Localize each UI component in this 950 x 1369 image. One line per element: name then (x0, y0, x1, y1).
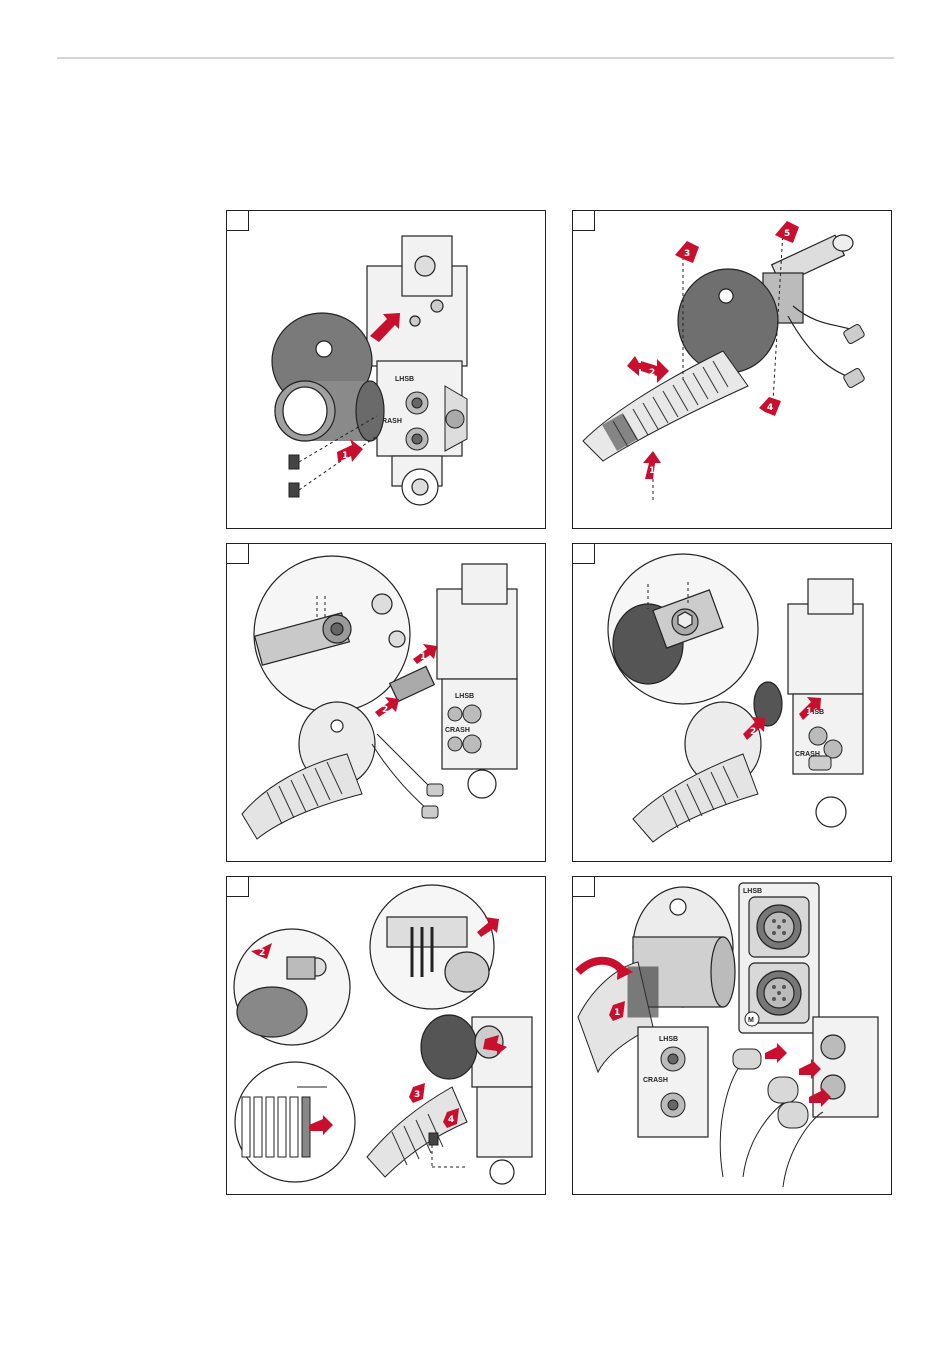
svg-text:2: 2 (649, 368, 655, 378)
svg-text:1: 1 (649, 466, 655, 476)
illustration-hose-fixing: 2 3 (227, 877, 546, 1195)
illustration-hose-routing: 1 2 3 4 5 (573, 211, 892, 529)
inset-label: LHSB (743, 888, 762, 895)
step-number-box (227, 877, 249, 897)
illustration-mounting-cone: LHSB CRASH 1 (227, 211, 546, 529)
header-rule (57, 57, 894, 59)
label-crash: CRASH (643, 1077, 668, 1084)
label-lhsb: LHSB (659, 1036, 678, 1043)
step-panel-3: LHSB CRASH 1 2 (226, 543, 546, 862)
svg-text:3: 3 (684, 249, 690, 259)
label-lhsb: LHSB (455, 693, 474, 700)
step-panel-5: 2 3 (226, 876, 546, 1195)
svg-text:2: 2 (259, 948, 265, 958)
svg-text:1: 1 (420, 652, 426, 662)
arrow-1 (337, 439, 363, 462)
svg-text:1: 1 (342, 451, 348, 461)
svg-text:M: M (748, 1017, 754, 1024)
step-number-box (573, 211, 595, 231)
step-number-box (227, 211, 249, 231)
label-lhsb: LHSB (395, 376, 414, 383)
svg-text:2: 2 (750, 727, 756, 737)
svg-text:3: 3 (414, 1090, 420, 1100)
step-panel-4: LHSB CRASH 1 2 (572, 543, 892, 862)
svg-text:5: 5 (784, 229, 790, 239)
svg-text:4: 4 (767, 403, 773, 413)
illustration-screw-detail: LHSB CRASH 1 2 (227, 544, 546, 862)
svg-text:2: 2 (382, 705, 388, 715)
step-panel-2: 1 2 3 4 5 (572, 210, 892, 529)
step-panel-1: LHSB CRASH 1 (226, 210, 546, 529)
illustration-insulating-sleeve: LHSB CRASH 1 2 (573, 544, 892, 862)
illustration-connector-attach: LHSB M 1 LHSB CRASH (573, 877, 892, 1195)
label-crash: CRASH (445, 727, 470, 734)
svg-text:4: 4 (448, 1115, 454, 1125)
step-number-box (573, 544, 595, 564)
svg-text:1: 1 (806, 707, 812, 717)
svg-text:1: 1 (614, 1008, 620, 1018)
step-number-box (227, 544, 249, 564)
step-panel-6: LHSB M 1 LHSB CRASH (572, 876, 892, 1195)
step-number-box (573, 877, 595, 897)
